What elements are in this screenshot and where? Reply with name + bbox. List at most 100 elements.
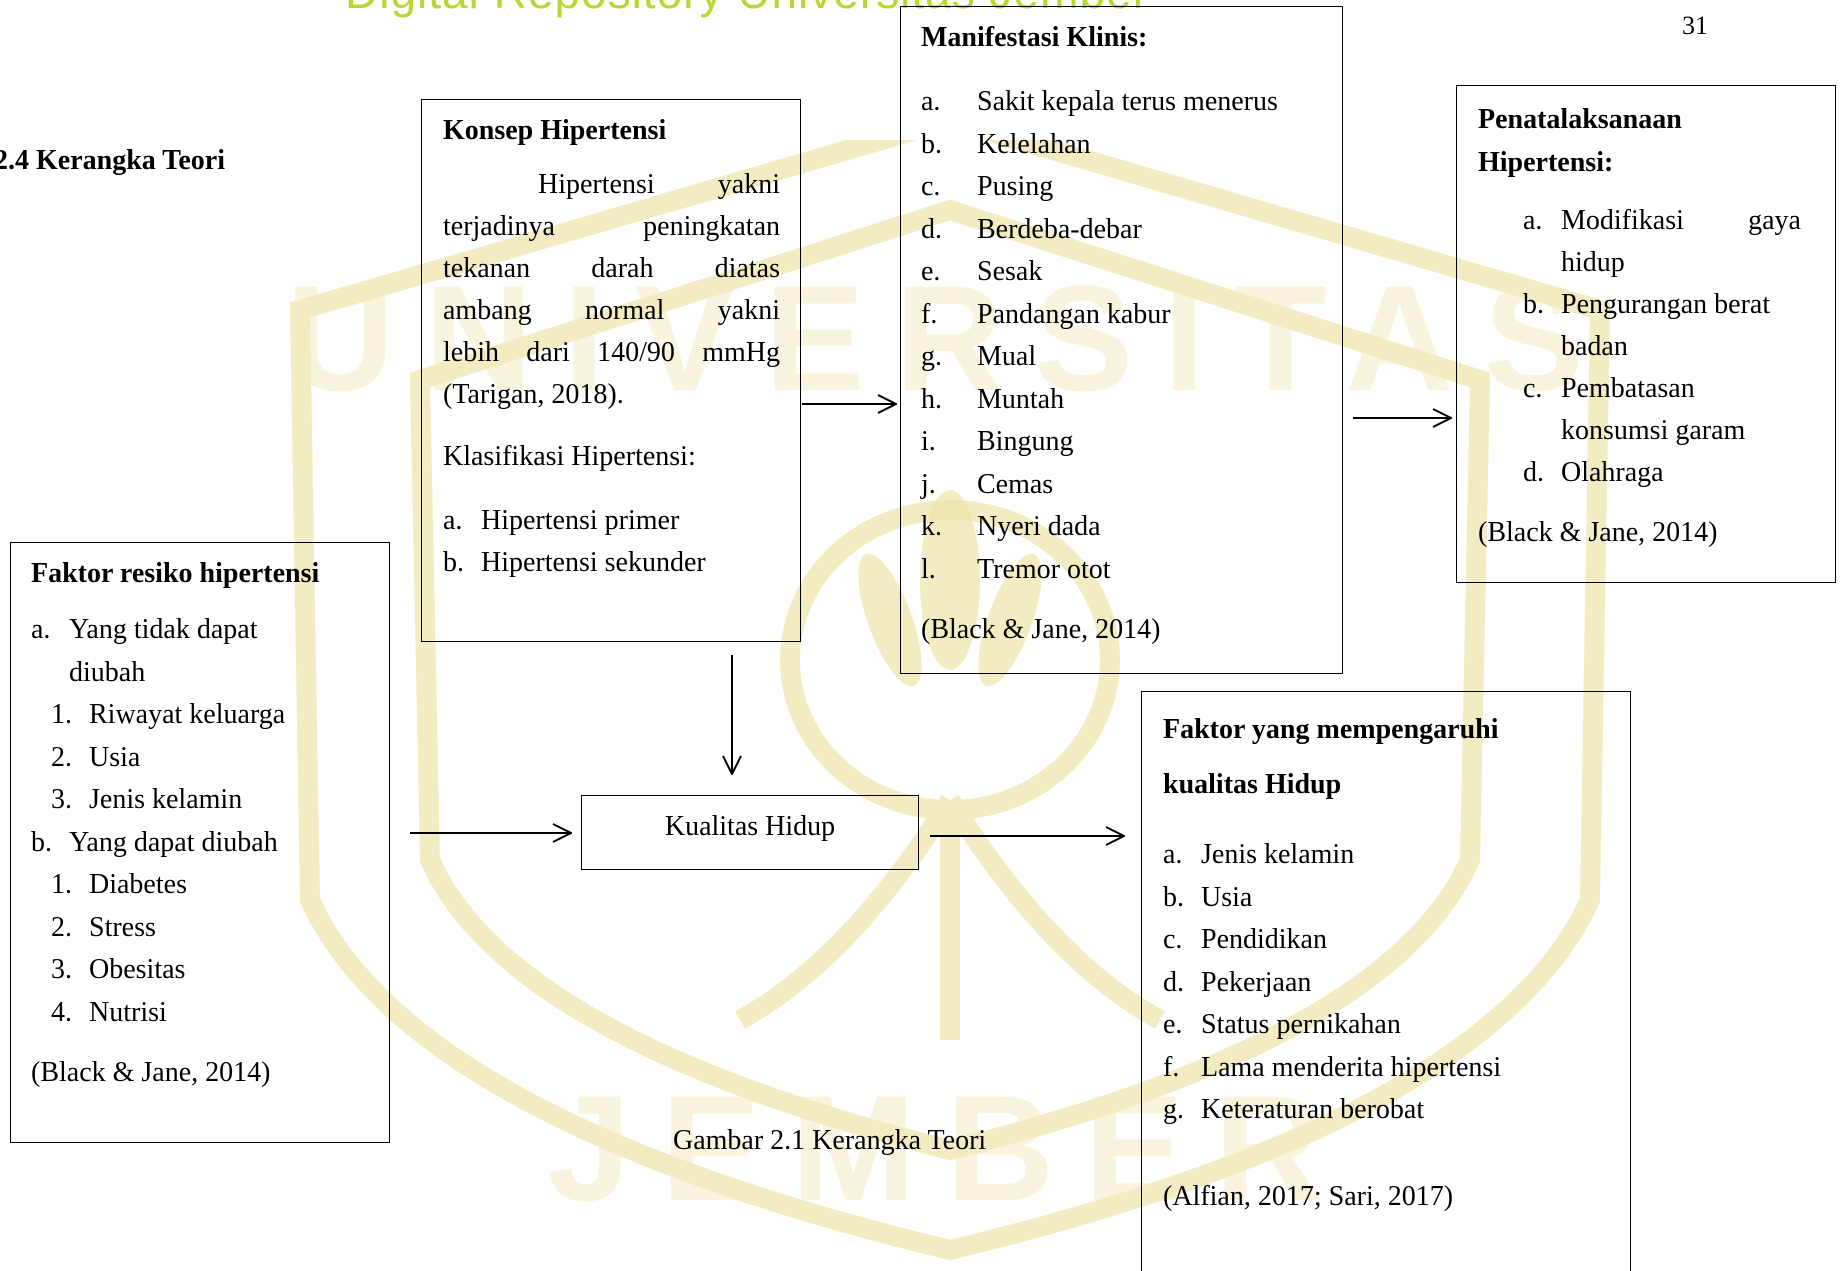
list-text: Nutrisi (89, 996, 167, 1028)
konsep-hipertensi-box: Konsep Hipertensi Hipertensi yakni terja… (421, 99, 801, 642)
list-text: Tremor otot (977, 553, 1111, 585)
list-item: j.Cemas (921, 464, 1324, 507)
list-item: 4. Nutrisi (31, 992, 379, 1035)
list-text: Pekerjaan (1201, 966, 1312, 998)
list-text: Pendidikan (1201, 924, 1327, 955)
list-text: Usia (89, 741, 141, 773)
konsep-line: tekanan darah diatas (443, 253, 780, 284)
list-item: a.Hipertensi primer (443, 500, 780, 542)
list-marker: b. (921, 128, 942, 160)
list-marker: 3. (51, 784, 72, 815)
list-text: Usia (1201, 881, 1253, 913)
seal-text: UNIVERSITAS (286, 254, 1613, 422)
list-marker: g. (1163, 1094, 1184, 1125)
list-item: g. Mual (921, 336, 1324, 379)
section-title: 2.4 Kerangka Teori (0, 145, 226, 176)
list-item: b. Yang dapat diubah (31, 822, 379, 865)
list-marker: e. (921, 256, 941, 287)
list-text: Berdeba-debar (977, 213, 1142, 245)
list-text: Sakit kepala terus menerus (977, 86, 1278, 117)
list-marker: 1. (51, 699, 72, 730)
list-marker: b. (1523, 289, 1544, 320)
list-item: b.Hipertensi sekunder (443, 542, 780, 584)
faktor-kualitas-title-line: kualitas Hidup (1163, 769, 1342, 800)
figure-caption: Gambar 2.1 Kerangka Teori (673, 1125, 987, 1156)
faktor-kualitas-list: a.Jenis kelamin b.Usia c.Pendidikan d.Pe… (1163, 834, 1620, 1132)
list-marker: g. (921, 341, 942, 372)
list-text: Bingung (977, 426, 1074, 457)
list-marker: c. (921, 171, 941, 202)
faktor-resiko-source: (Black & Jane, 2014) (31, 1057, 271, 1088)
list-item: 1. Riwayat keluarga (31, 694, 379, 737)
list-text: Sesak (977, 256, 1043, 287)
list-marker: a. (31, 614, 51, 645)
list-marker: d. (921, 213, 942, 245)
list-item: a.Jenis kelamin (1163, 834, 1620, 877)
repository-watermark-title: Digital Repository Universitas Jember (345, 0, 1149, 27)
list-marker: b. (443, 547, 464, 578)
list-item: d. Olahraga (1523, 452, 1815, 494)
konsep-line: terjadinya peningkatan (443, 211, 780, 242)
list-item: b. Kelelahan (921, 124, 1324, 167)
list-marker: 2. (51, 741, 72, 773)
list-item: 3.Obesitas (31, 949, 379, 992)
list-text: Obesitas (89, 954, 186, 985)
list-text: Riwayat keluarga (89, 699, 286, 730)
list-text: Hipertensi primer (481, 505, 680, 536)
list-text: Mual (977, 341, 1037, 372)
list-marker: 2. (51, 911, 72, 943)
list-text: Jenis kelamin (89, 784, 243, 815)
list-item: 2. Stress (31, 907, 379, 950)
list-text: Yang dapat diubah (69, 826, 278, 858)
list-marker: 1. (51, 869, 72, 900)
list-marker: b. (1163, 881, 1184, 913)
list-item: d. Berdeba-debar (921, 209, 1324, 252)
list-marker: e. (1163, 1009, 1183, 1040)
manifestasi-title: Manifestasi Klinis: (921, 22, 1148, 53)
list-item: e.Status pernikahan (1163, 1004, 1620, 1047)
list-marker: b. (31, 826, 52, 858)
list-marker: h. (921, 383, 942, 415)
list-marker: d. (1523, 457, 1544, 488)
manifestasi-source: (Black & Jane, 2014) (921, 614, 1161, 645)
list-text: Stress (89, 911, 156, 943)
list-item: f.Pandangan kabur (921, 294, 1324, 337)
list-item: b. Usia (1163, 877, 1620, 920)
list-text: Kelelahan (977, 128, 1091, 160)
list-text: Pusing (977, 171, 1054, 202)
svg-text:JEMBER: JEMBER (547, 1064, 1352, 1232)
list-marker: 4. (51, 996, 72, 1028)
konsep-title: Konsep Hipertensi (443, 115, 667, 146)
list-item: f. Lama menderita hipertensi (1163, 1047, 1620, 1090)
kualitas-hidup-box: Kualitas Hidup (581, 795, 919, 870)
list-text: Olahraga (1561, 457, 1664, 488)
list-marker: a. (921, 86, 941, 117)
list-text: Diabetes (89, 869, 187, 900)
list-text: Lama menderita hipertensi (1201, 1051, 1502, 1083)
faktor-kualitas-title: Faktor yang mempengaruhi kualitas Hidup (1163, 702, 1620, 812)
list-text: Nyeri dada (977, 511, 1101, 542)
list-item: c. Pendidikan (1163, 919, 1620, 962)
list-item: 1. Diabetes (31, 864, 379, 907)
list-marker: c. (1163, 924, 1183, 955)
page-number: 31 (1682, 11, 1708, 40)
faktor-kualitas-title-line: Faktor yang mempengaruhi (1163, 714, 1499, 745)
faktor-kualitas-box: Faktor yang mempengaruhi kualitas Hidup … (1141, 691, 1631, 1271)
list-marker: k. (921, 511, 942, 542)
list-marker: f. (1163, 1051, 1180, 1083)
list-item: l.Tremor otot (921, 549, 1324, 592)
klasifikasi-list: a.Hipertensi primer b.Hipertensi sekunde… (443, 500, 780, 584)
list-item: i.Bingung (921, 421, 1324, 464)
penatalaksanaan-box: Penatalaksanaan Hipertensi: a.Modifikasi… (1456, 85, 1836, 583)
list-item: c. Pusing (921, 166, 1324, 209)
list-item: a. Sakit kepala terus menerus (921, 81, 1324, 124)
list-marker: a. (1523, 205, 1543, 236)
